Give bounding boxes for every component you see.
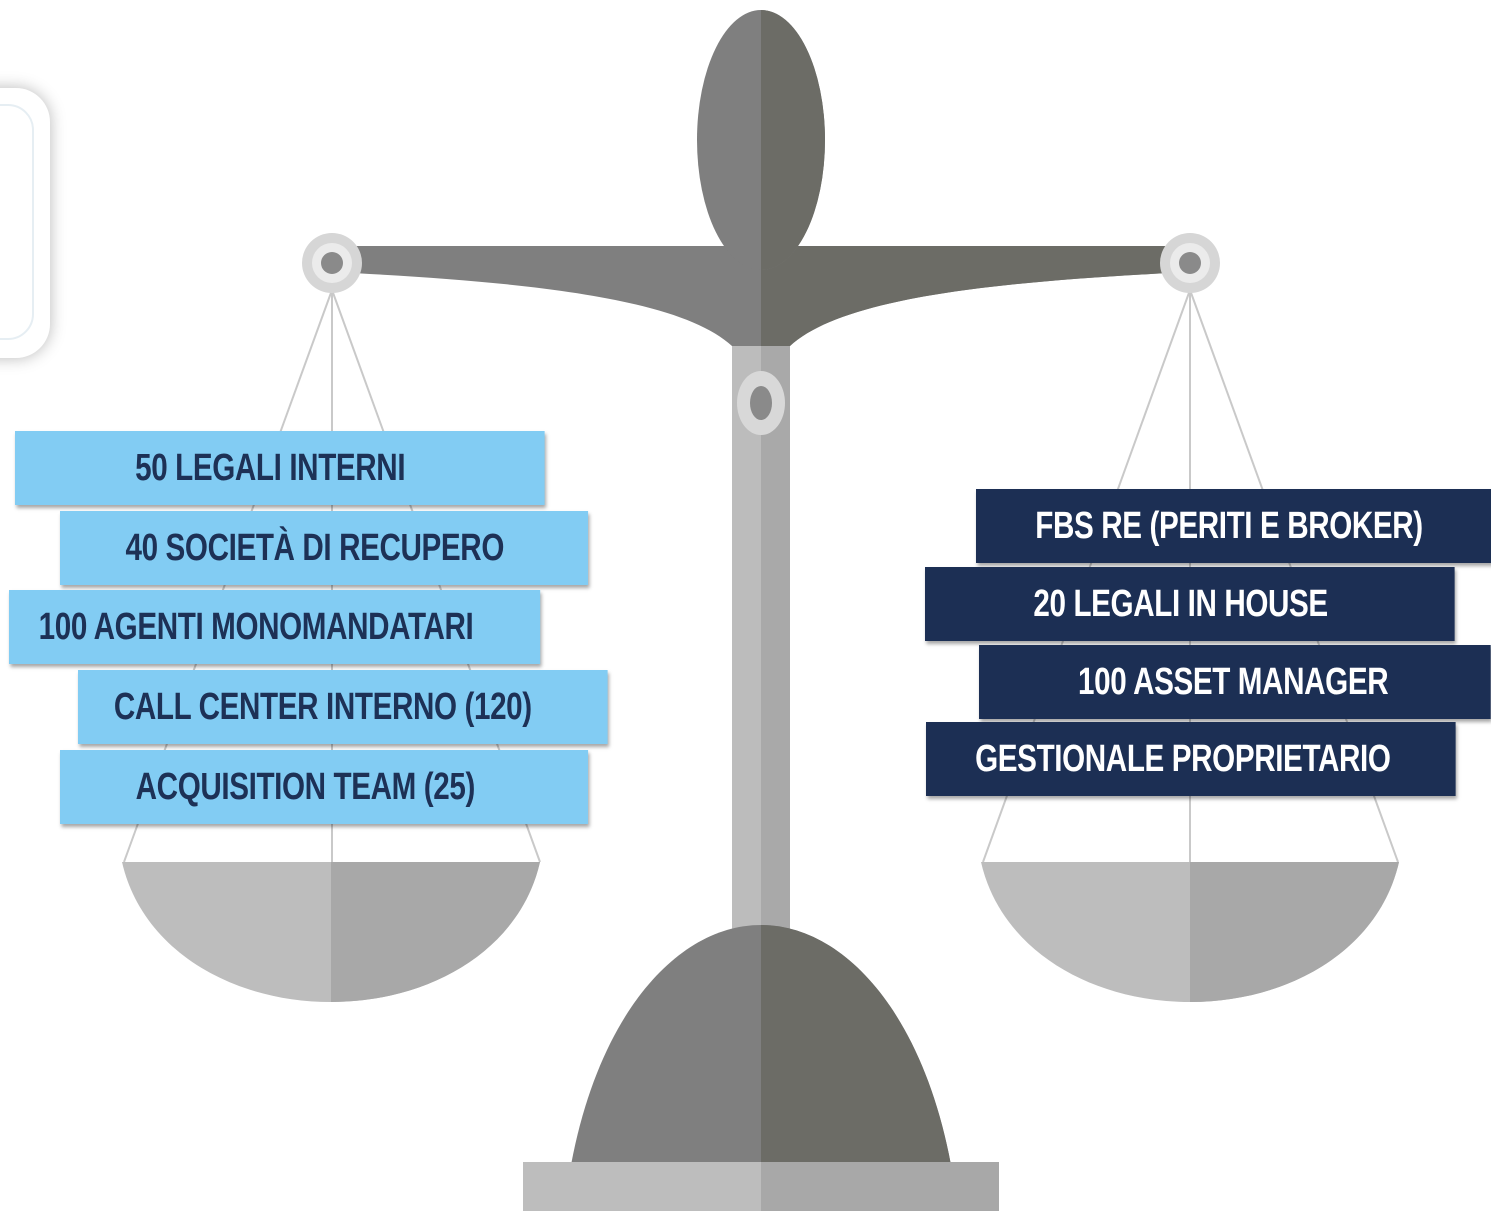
left-item-2-text: 40 SOCIETÀ DI RECUPERO: [125, 526, 505, 569]
left-item-1: 50 LEGALI INTERNI: [15, 431, 545, 505]
right-item-4-text: GESTIONALE PROPRIETARIO: [975, 737, 1391, 780]
right-item-1: FBS RE (PERITI E BROKER): [976, 489, 1491, 563]
left-item-4: CALL CENTER INTERNO (120): [78, 670, 608, 744]
left-item-5-text: ACQUISITION TEAM (25): [135, 765, 476, 808]
left-item-2: 40 SOCIETÀ DI RECUPERO: [60, 511, 589, 585]
left-item-5: ACQUISITION TEAM (25): [60, 750, 589, 824]
right-item-2-text: 20 LEGALI IN HOUSE: [1033, 582, 1328, 625]
right-item-4: GESTIONALE PROPRIETARIO: [926, 722, 1456, 796]
left-item-3: 100 AGENTI MONOMANDATARI: [9, 590, 541, 664]
corner-badge: [0, 88, 50, 358]
left-item-4-text: CALL CENTER INTERNO (120): [113, 685, 532, 728]
right-item-1-text: FBS RE (PERITI E BROKER): [1035, 504, 1423, 547]
left-item-1-text: 50 LEGALI INTERNI: [135, 446, 406, 489]
right-item-2: 20 LEGALI IN HOUSE: [925, 567, 1455, 641]
left-item-3-text: 100 AGENTI MONOMANDATARI: [38, 605, 474, 648]
right-item-3-text: 100 ASSET MANAGER: [1078, 660, 1389, 703]
right-item-3: 100 ASSET MANAGER: [979, 645, 1491, 719]
